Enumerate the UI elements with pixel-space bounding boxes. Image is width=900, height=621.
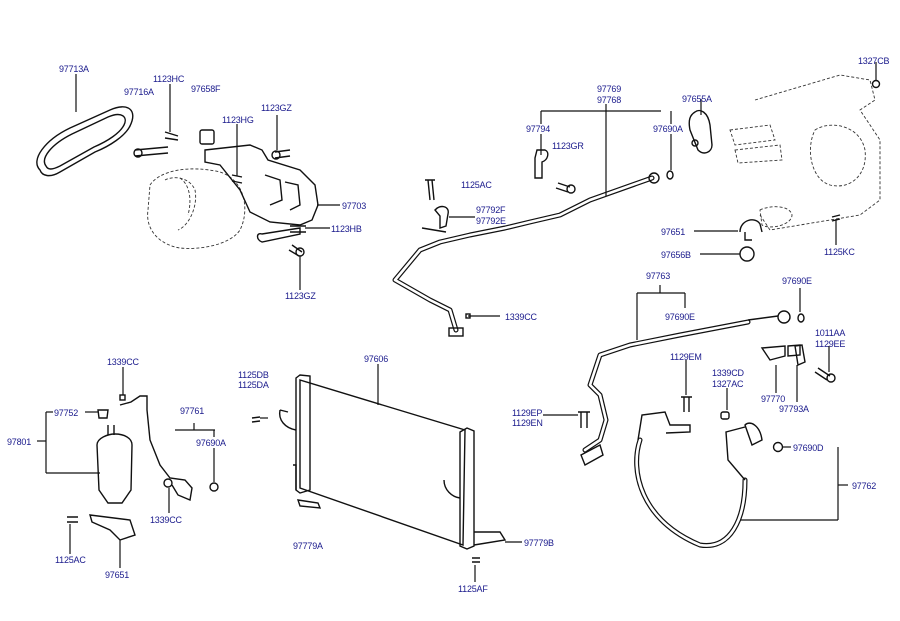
part-label: 97779B (524, 538, 554, 548)
part-label: 97690E (782, 276, 812, 286)
part-label: 97690A (653, 124, 683, 134)
part-label: 97690D (793, 443, 824, 453)
part-label: 1125AC (461, 180, 492, 190)
part-label: 97770 (761, 394, 786, 404)
condenser (251, 374, 507, 563)
drive-belt (36, 106, 134, 177)
part-label: 97793A (779, 404, 809, 414)
compressor (133, 129, 319, 257)
engine-block (688, 74, 881, 262)
part-label: 1339CD (712, 368, 744, 378)
part-label: 97769 (597, 84, 622, 94)
part-label: 1125DB (238, 370, 269, 380)
part-label: 97658F (191, 84, 221, 94)
part-label: 97655A (682, 94, 712, 104)
part-label: 1125DA (238, 380, 269, 390)
part-label: 1339CC (150, 515, 182, 525)
part-label: 1125KC (824, 247, 855, 257)
part-label: 1123GZ (285, 291, 316, 301)
part-label: 97792E (476, 216, 506, 226)
part-label: 97762 (852, 481, 877, 491)
part-label: 97703 (342, 201, 367, 211)
part-label: 1327AC (712, 379, 744, 389)
part-label: 97763 (646, 271, 671, 281)
liquid-hose (580, 411, 784, 549)
part-label: 1129EP (512, 408, 543, 418)
part-label: 1339CC (505, 312, 537, 322)
part-label: 97716A (124, 87, 154, 97)
part-label: 1123HG (222, 115, 254, 125)
part-label: 1123GZ (261, 103, 292, 113)
part-label: 97651 (661, 227, 686, 237)
part-label: 97656B (661, 250, 691, 260)
part-label: 1339CC (107, 357, 139, 367)
part-label: 1011AA (815, 328, 846, 338)
part-label: 1123GR (552, 141, 584, 151)
part-label: 1123HB (331, 224, 362, 234)
part-label: 97768 (597, 95, 622, 105)
discharge-pipe (392, 149, 674, 337)
part-label: 97794 (526, 124, 551, 134)
part-label: 1125AF (458, 584, 488, 594)
part-label: 97690A (196, 438, 226, 448)
part-label: 97752 (54, 408, 79, 418)
part-label: 97713A (59, 64, 89, 74)
part-label: 97792F (476, 205, 506, 215)
part-label: 1123HC (153, 74, 185, 84)
part-label: 97761 (180, 406, 205, 416)
part-label: 97801 (7, 437, 32, 447)
part-label: 1129EE (815, 339, 846, 349)
part-label: 1125AC (55, 555, 86, 565)
part-label: 1327CB (858, 56, 890, 66)
part-label: 1129EN (512, 418, 543, 428)
part-label: 97690E (665, 312, 695, 322)
part-label: 97606 (364, 354, 389, 364)
part-label: 97651 (105, 570, 130, 580)
part-label: 97779A (293, 541, 323, 551)
suction-hose (578, 310, 836, 453)
receiver-drier (67, 394, 219, 541)
part-label: 1129EM (670, 352, 702, 362)
